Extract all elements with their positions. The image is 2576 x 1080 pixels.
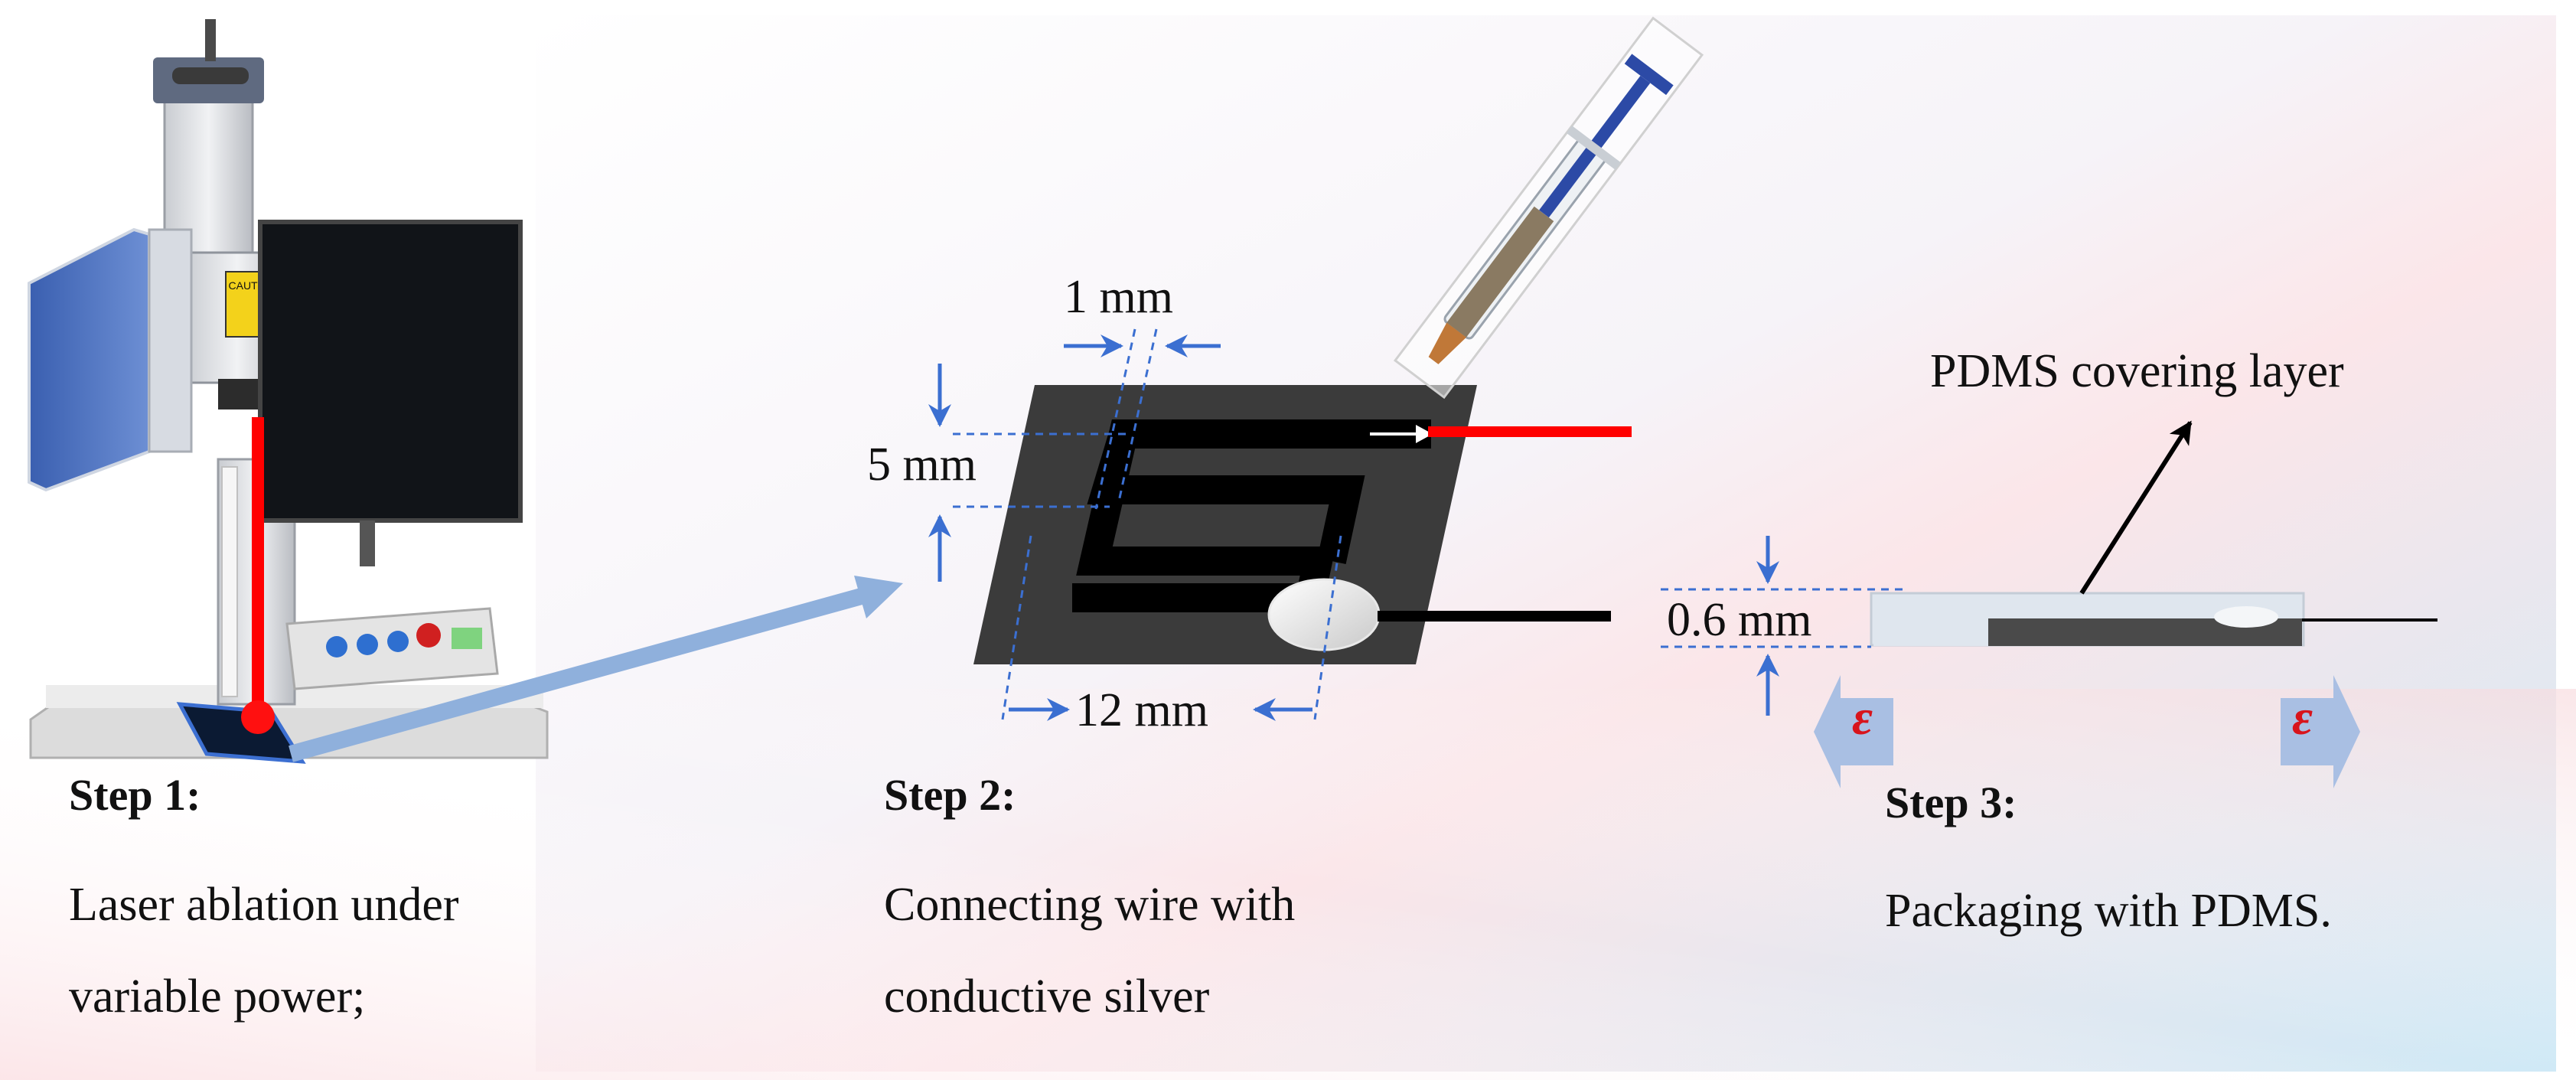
wire-arrow-head (1416, 425, 1433, 443)
flow-arrow-head (854, 576, 903, 618)
guide-length-right (1313, 535, 1342, 720)
panel-knob-3 (387, 631, 409, 652)
step2-line2: conductive silver (884, 971, 1210, 1023)
laser-lens (218, 379, 260, 409)
dimension-arrows (928, 334, 1312, 721)
dimension-thickness: 0.6 mm (1667, 594, 1812, 646)
flow-arrow (289, 585, 875, 762)
emergency-stop (416, 623, 441, 648)
panel-knob-2 (357, 634, 378, 655)
step3-line1: Packaging with PDMS. (1885, 885, 2332, 937)
covering-layer-leader (2079, 420, 2193, 595)
syringe-tip (1428, 322, 1466, 364)
syringe-plunger-head (1624, 54, 1674, 96)
syringe-flange (1566, 126, 1622, 170)
panel-knob-1 (326, 636, 347, 657)
silver-paste-pad (1267, 578, 1381, 651)
strain-symbol-right: ε (2292, 690, 2314, 746)
guide-width-left (1094, 328, 1136, 510)
dimension-guides (953, 328, 1342, 720)
serpentine-trace (1072, 419, 1431, 612)
sensor-substrate-edge (1873, 618, 1988, 646)
panel-display (452, 628, 482, 649)
laser-engraving-machine: CAUTION (28, 19, 549, 764)
step2-line1: Connecting wire with (884, 879, 1296, 931)
sensor-side-view (1661, 420, 2437, 788)
step1-line2: variable power; (69, 971, 366, 1023)
step1-line1: Laser ablation under (69, 879, 459, 931)
sensor-top-view (973, 385, 1632, 664)
step1-title: Step 1: (69, 770, 201, 820)
controller-side (148, 228, 193, 453)
strain-symbol-left: ε (1852, 690, 1873, 746)
dimension-length: 12 mm (1075, 684, 1208, 736)
machine-handle (205, 19, 216, 61)
syringe-icon (1393, 16, 1704, 400)
strain-arrow-left (1814, 675, 1893, 788)
covering-layer-label: PDMS covering layer (1930, 345, 2344, 397)
machine-knob (172, 67, 249, 84)
serpentine-trace-top-bend (1087, 429, 1365, 564)
dimension-trace-width: 1 mm (1064, 271, 1173, 323)
strain-arrow-right (2281, 675, 2360, 788)
syringe-paste (1446, 206, 1554, 338)
guide-length-left (1001, 535, 1032, 720)
machine-ruler (221, 466, 238, 697)
guide-width-right (1117, 328, 1158, 502)
dimension-pitch: 5 mm (867, 439, 977, 491)
step2-title: Step 2: (884, 770, 1016, 820)
monitor (258, 220, 523, 523)
silver-bump (2214, 606, 2278, 628)
step3-title: Step 3: (1885, 778, 2017, 827)
monitor-stand (360, 520, 375, 566)
laser-spot (241, 700, 275, 734)
